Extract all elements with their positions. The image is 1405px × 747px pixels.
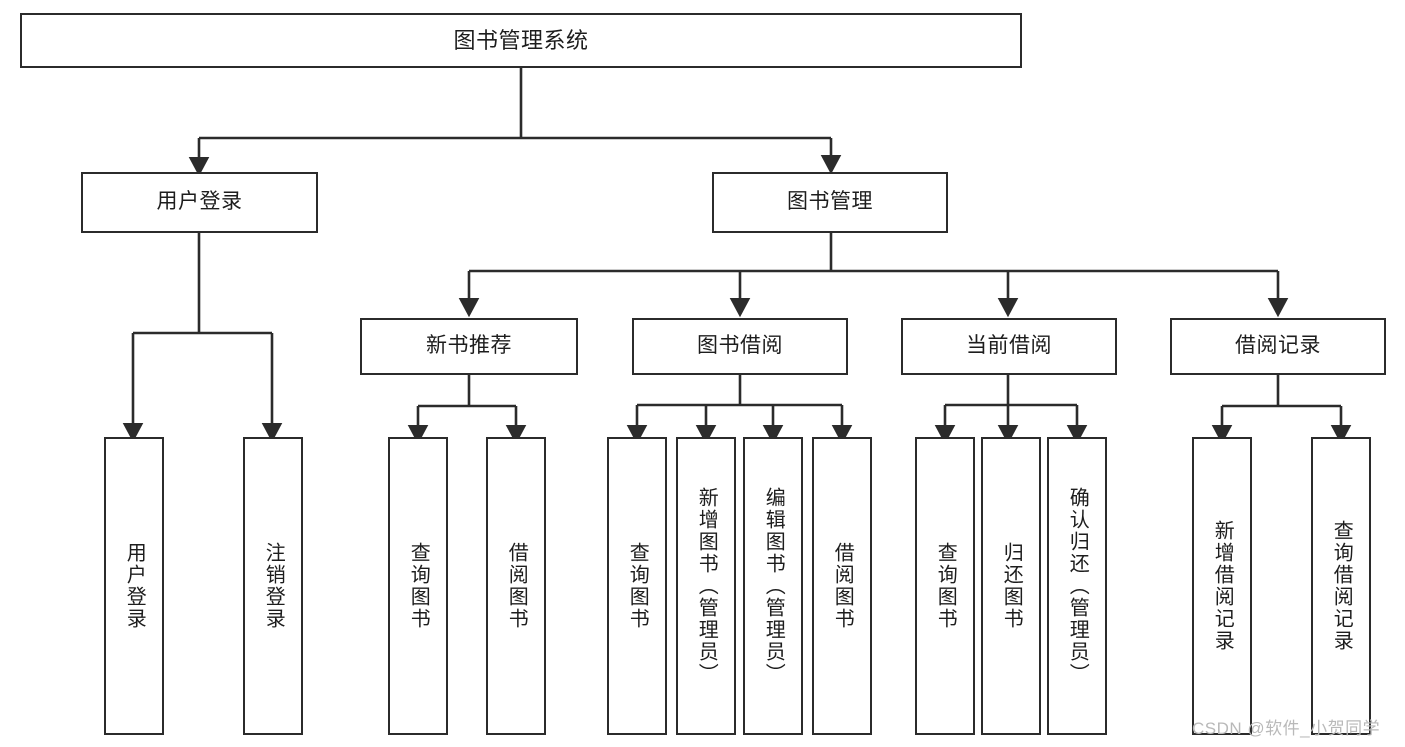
node-leaf-edit-book[interactable]: 编辑图书（管理员） bbox=[743, 437, 803, 735]
node-book-borrow-label: 图书借阅 bbox=[697, 334, 783, 358]
node-leaf-query-record[interactable]: 查询借阅记录 bbox=[1311, 437, 1371, 735]
node-leaf-add-book[interactable]: 新增图书（管理员） bbox=[676, 437, 736, 735]
node-user-login-label: 用户登录 bbox=[156, 190, 243, 214]
node-book-manage-label: 图书管理 bbox=[787, 190, 873, 214]
node-leaf-edit-book-label: 编辑图书（管理员） bbox=[762, 487, 785, 685]
node-borrow-record-label: 借阅记录 bbox=[1235, 334, 1321, 358]
node-new-book-recommendation-label: 新书推荐 bbox=[426, 334, 512, 358]
node-leaf-add-book-label: 新增图书（管理员） bbox=[695, 487, 718, 685]
node-new-book-recommendation[interactable]: 新书推荐 bbox=[360, 318, 578, 375]
node-leaf-user-login[interactable]: 用户登录 bbox=[104, 437, 164, 735]
node-leaf-borrow-book-2[interactable]: 借阅图书 bbox=[812, 437, 872, 735]
node-borrow-record[interactable]: 借阅记录 bbox=[1170, 318, 1386, 375]
node-user-login[interactable]: 用户登录 bbox=[81, 172, 318, 233]
node-book-borrow[interactable]: 图书借阅 bbox=[632, 318, 848, 375]
node-leaf-borrow-book-2-label: 借阅图书 bbox=[831, 542, 854, 630]
node-leaf-logout-label: 注销登录 bbox=[262, 542, 285, 630]
node-current-borrow[interactable]: 当前借阅 bbox=[901, 318, 1117, 375]
node-leaf-query-book-1[interactable]: 查询图书 bbox=[388, 437, 448, 735]
node-leaf-query-book-2-label: 查询图书 bbox=[626, 542, 649, 630]
node-leaf-return-book-label: 归还图书 bbox=[1000, 542, 1023, 630]
node-leaf-borrow-book-1-label: 借阅图书 bbox=[505, 542, 528, 630]
node-leaf-user-login-label: 用户登录 bbox=[123, 542, 146, 630]
node-leaf-query-book-1-label: 查询图书 bbox=[407, 542, 430, 630]
csdn-watermark: CSDN @软件_小贺同学 bbox=[1192, 719, 1381, 738]
node-leaf-query-record-label: 查询借阅记录 bbox=[1330, 520, 1353, 652]
node-root[interactable]: 图书管理系统 bbox=[20, 13, 1022, 68]
node-leaf-confirm-return[interactable]: 确认归还（管理员） bbox=[1047, 437, 1107, 735]
node-leaf-query-book-3[interactable]: 查询图书 bbox=[915, 437, 975, 735]
node-leaf-logout[interactable]: 注销登录 bbox=[243, 437, 303, 735]
node-leaf-borrow-book-1[interactable]: 借阅图书 bbox=[486, 437, 546, 735]
node-leaf-confirm-return-label: 确认归还（管理员） bbox=[1066, 487, 1089, 685]
node-current-borrow-label: 当前借阅 bbox=[966, 334, 1052, 358]
node-leaf-query-book-2[interactable]: 查询图书 bbox=[607, 437, 667, 735]
node-leaf-add-record[interactable]: 新增借阅记录 bbox=[1192, 437, 1252, 735]
node-root-label: 图书管理系统 bbox=[453, 27, 589, 53]
node-book-manage[interactable]: 图书管理 bbox=[712, 172, 948, 233]
node-leaf-add-record-label: 新增借阅记录 bbox=[1211, 520, 1234, 652]
node-leaf-query-book-3-label: 查询图书 bbox=[934, 542, 957, 630]
node-leaf-return-book[interactable]: 归还图书 bbox=[981, 437, 1041, 735]
